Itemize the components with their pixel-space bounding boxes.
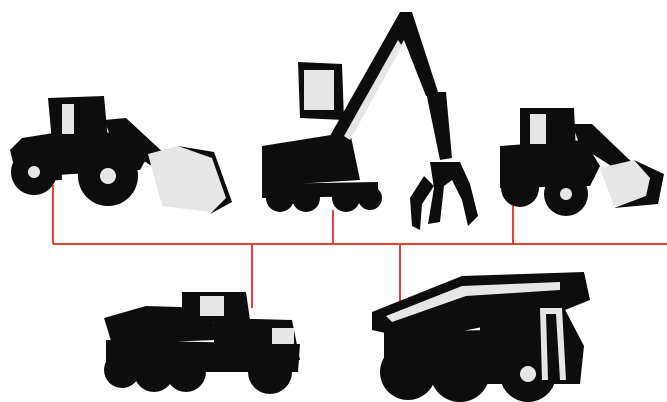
wheel-loader-hub-front xyxy=(100,168,116,184)
wheel-loader-window xyxy=(62,104,74,134)
wheel-loader-icon xyxy=(10,96,180,206)
material-handler-grapple-icon xyxy=(262,12,478,230)
dump-truck-window xyxy=(200,296,224,316)
material-handler-window xyxy=(304,70,334,110)
wheel-loader-bucket-icon xyxy=(148,146,230,212)
compact-wheel-loader-window xyxy=(530,114,546,144)
wheel-loader-hub-rear xyxy=(28,166,40,178)
compact-wheel-loader-hub-front xyxy=(560,188,572,200)
dump-truck-grille xyxy=(272,328,294,344)
material-handler-boom-stripe xyxy=(344,40,402,140)
haul-truck-hub-front xyxy=(520,366,536,382)
